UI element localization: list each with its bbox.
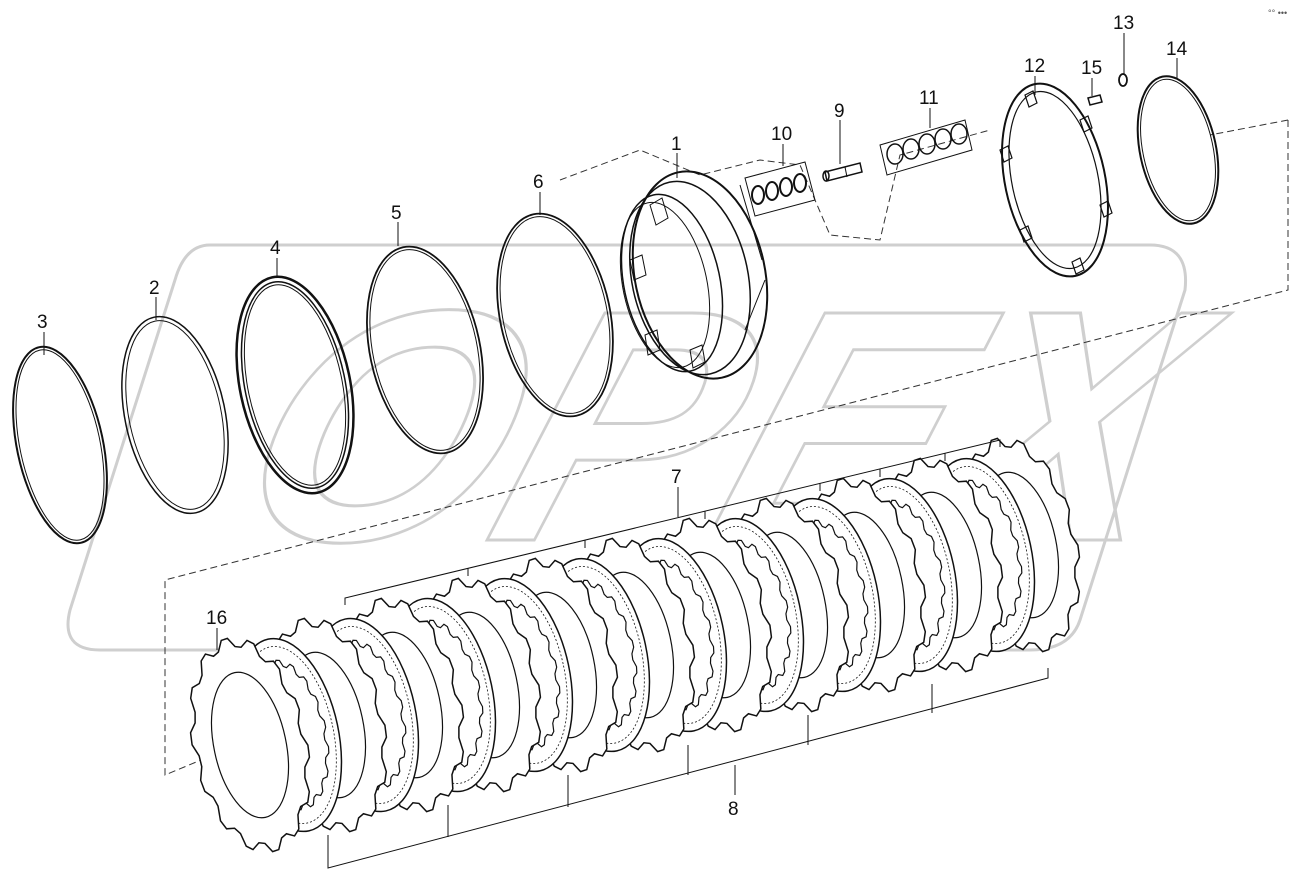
part-11-washer-set xyxy=(879,119,973,176)
callout-12: 12 xyxy=(1024,56,1045,77)
callout-labels: 3 2 4 5 6 1 10 9 11 12 13 15 14 7 16 8 xyxy=(37,13,1188,820)
upper-boundary xyxy=(559,129,991,241)
assembly-boundary xyxy=(164,119,1289,776)
callout-11: 11 xyxy=(919,88,939,109)
callout-7: 7 xyxy=(671,467,682,488)
callout-6: 6 xyxy=(533,172,544,193)
steel-plate-bore xyxy=(210,671,290,819)
watermark-frame xyxy=(66,243,1188,652)
bracket-8 xyxy=(327,668,1049,869)
corner-mark: °° ••• xyxy=(1268,8,1287,18)
callout-5: 5 xyxy=(391,203,402,224)
callout-13: 13 xyxy=(1113,13,1134,34)
part-2-seal-ring xyxy=(121,315,229,515)
part-13-small-o-ring xyxy=(1118,73,1128,87)
steel-plate xyxy=(189,637,311,853)
part-5-o-ring xyxy=(366,245,484,455)
callout-14: 14 xyxy=(1166,39,1188,60)
part-15-dowel xyxy=(1087,94,1103,106)
callout-9: 9 xyxy=(834,101,845,122)
part-6-o-ring xyxy=(496,212,614,418)
callout-8: 8 xyxy=(728,799,739,820)
part-14-snap-ring xyxy=(1136,75,1220,225)
bracket-7 xyxy=(344,439,1001,605)
callout-4: 4 xyxy=(270,238,281,259)
part-4-piston-seal xyxy=(235,275,355,495)
part-3-snap-ring xyxy=(12,345,108,545)
callout-15: 15 xyxy=(1081,58,1102,79)
part-10-o-ring-set xyxy=(744,161,816,217)
callout-16: 16 xyxy=(206,608,227,629)
clutch-pack xyxy=(189,437,1081,853)
part-9-pin xyxy=(822,162,863,182)
leader-lines xyxy=(43,33,1178,650)
callout-2: 2 xyxy=(149,278,160,299)
callout-1: 1 xyxy=(671,134,682,155)
callout-10: 10 xyxy=(771,124,792,145)
part-1-piston xyxy=(619,170,769,380)
callout-3: 3 xyxy=(37,312,48,333)
